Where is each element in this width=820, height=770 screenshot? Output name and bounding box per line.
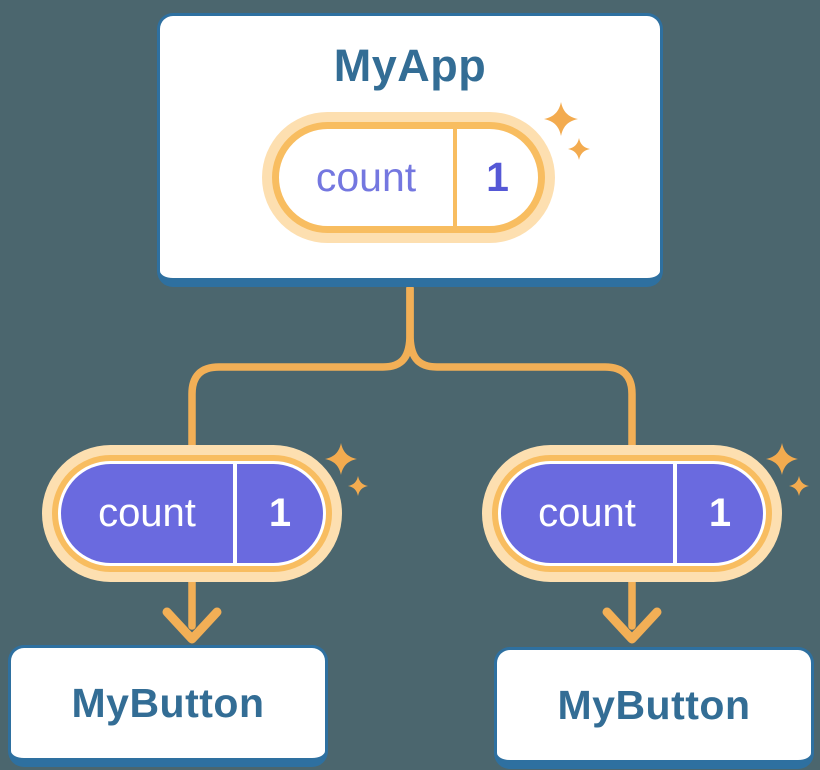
prop-pill-body: count 1 [61,464,323,563]
pill-divider [673,464,677,563]
prop-value: 1 [708,491,732,535]
prop-pill-ring: count 1 [492,455,772,572]
state-name: count [315,154,417,200]
mybutton-card-left: MyButton [8,645,328,767]
pill-divider [233,464,237,563]
pill-divider [453,129,457,226]
arrow-down-icon [162,572,222,644]
prop-value: 1 [268,491,292,535]
state-pill-ring: count 1 [272,122,545,233]
mybutton-title: MyButton [71,679,265,726]
prop-pill-body: count 1 [501,464,763,563]
mybutton-title: MyButton [557,681,751,728]
myapp-title: MyApp [333,40,487,91]
prop-name: count [98,491,196,535]
prop-name: count [538,491,636,535]
state-pill: count 1 [262,112,555,243]
prop-pill-ring: count 1 [52,455,332,572]
prop-pill-left: count 1 [42,445,342,582]
connector-branch-right [406,284,636,454]
connector-branch-left [188,284,414,454]
prop-pill-right: count 1 [482,445,782,582]
mybutton-card-right: MyButton [494,647,814,769]
myapp-card: MyApp count 1 [157,13,663,287]
arrow-down-icon [602,572,662,644]
state-value: 1 [486,154,509,200]
